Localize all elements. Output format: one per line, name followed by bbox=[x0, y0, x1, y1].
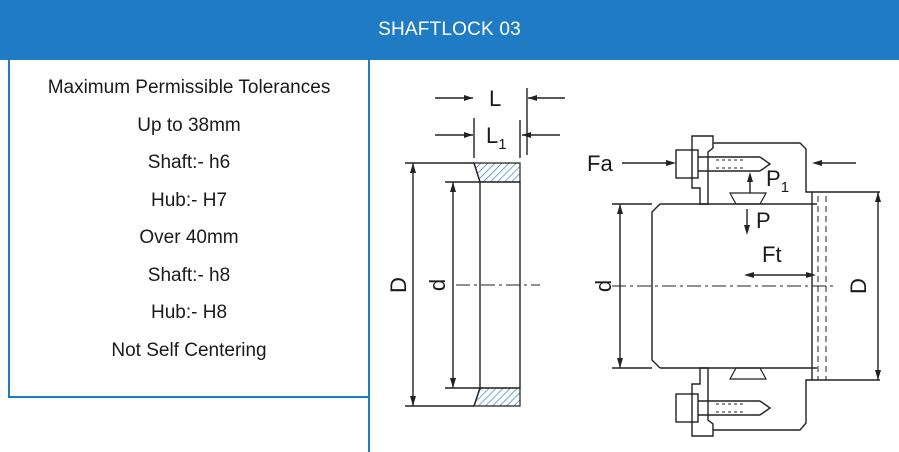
label-d-right: d bbox=[591, 280, 616, 292]
tolerance-line: Not Self Centering bbox=[111, 339, 267, 361]
header-title: SHAFTLOCK 03 bbox=[378, 19, 521, 40]
tolerance-line: Hub:- H7 bbox=[150, 189, 228, 211]
technical-drawing: L L1 D d bbox=[386, 86, 881, 437]
label-D-right: D bbox=[846, 278, 871, 294]
label-L: L bbox=[489, 86, 501, 111]
label-L1: L1 bbox=[486, 123, 507, 153]
bottom-wedge bbox=[728, 367, 768, 380]
top-wedge bbox=[728, 192, 768, 205]
label-Fa: Fa bbox=[587, 151, 613, 176]
header-bar: SHAFTLOCK 03 bbox=[0, 0, 899, 60]
tolerance-line: Maximum Permissible Tolerances bbox=[47, 77, 331, 98]
label-P1: P1 bbox=[766, 166, 789, 196]
tolerance-line: Shaft:- h8 bbox=[147, 264, 231, 286]
bottom-flange bbox=[691, 367, 714, 437]
tolerance-line: Over 40mm bbox=[139, 227, 239, 248]
label-P: P bbox=[756, 208, 771, 233]
tolerances-list: Maximum Permissible Tolerances Up to 38m… bbox=[10, 74, 368, 374]
label-d-left: d bbox=[425, 279, 450, 291]
tolerances-panel: Maximum Permissible Tolerances Up to 38m… bbox=[8, 60, 370, 398]
label-D-left: D bbox=[386, 277, 411, 293]
tolerance-line: Shaft:- h6 bbox=[147, 152, 231, 173]
top-flange bbox=[691, 135, 714, 205]
assembly-view bbox=[612, 135, 881, 437]
ring-bottom-section bbox=[473, 387, 521, 407]
ring-section-view bbox=[405, 88, 565, 407]
label-Ft: Ft bbox=[762, 242, 782, 267]
ring-top-section bbox=[473, 162, 521, 183]
panel-divider-line bbox=[368, 398, 370, 452]
tolerance-line: Up to 38mm bbox=[137, 114, 241, 136]
tolerance-line: Hub:- H8 bbox=[150, 302, 228, 323]
